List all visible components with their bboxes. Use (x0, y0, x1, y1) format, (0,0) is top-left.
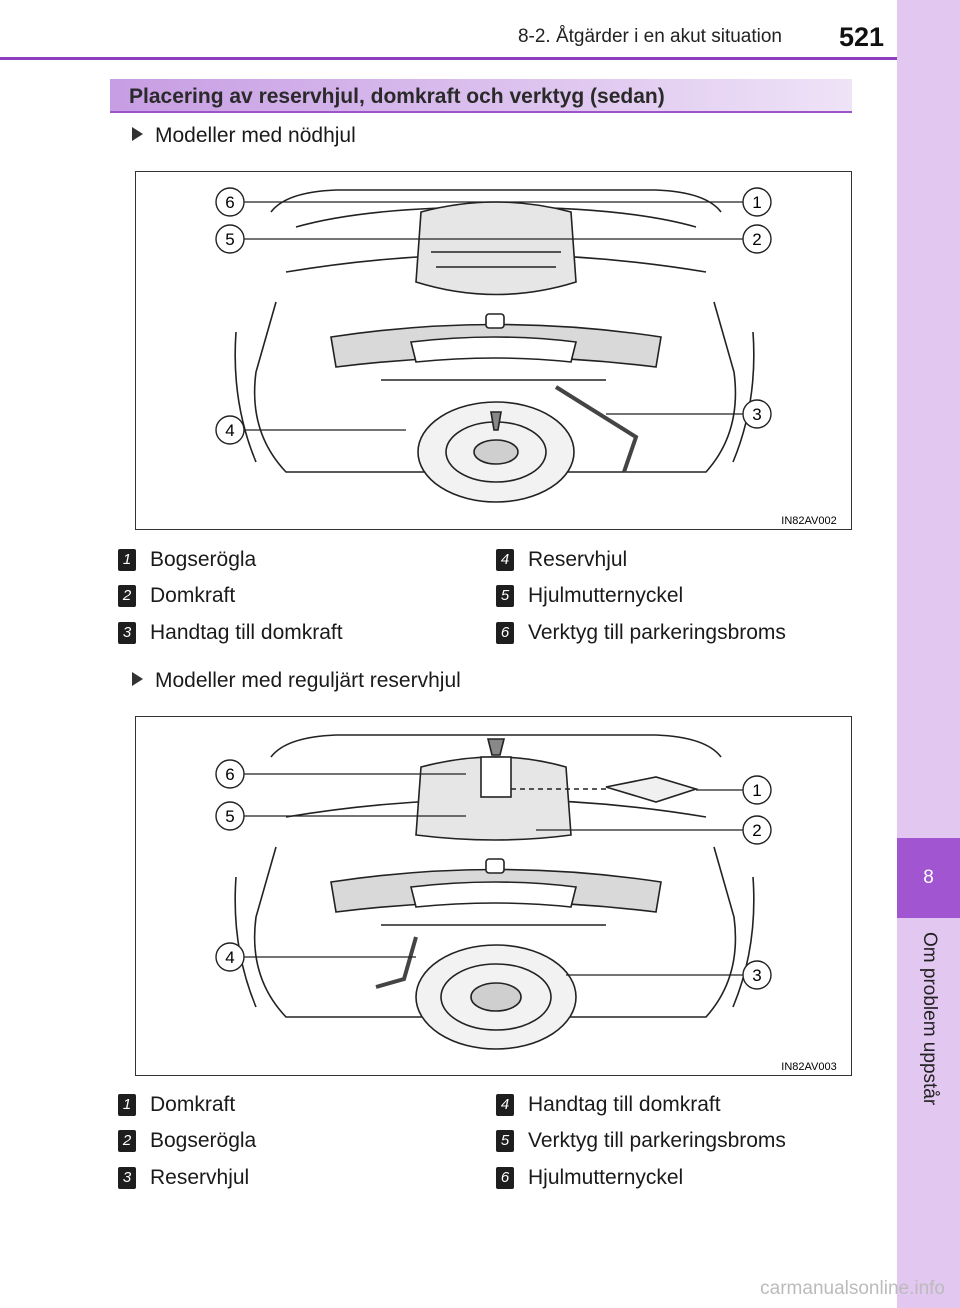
triangle-bullet-icon (132, 672, 143, 686)
header-section-title: 8-2. Åtgärder i en akut situation (517, 26, 782, 47)
callout-5: 5 (225, 230, 234, 249)
callout-6: 6 (225, 765, 234, 784)
callout-1: 1 (752, 781, 761, 800)
figure2-illustration: 6 1 5 2 4 3 IN82AV003 (135, 716, 852, 1076)
chapter-title: Om problem uppstår (918, 932, 940, 1106)
section-heading: Placering av reservhjul, domkraft och ve… (110, 79, 852, 113)
callout-3: 3 (752, 966, 761, 985)
callout-1: 1 (752, 193, 761, 212)
page-number: 521 (838, 22, 884, 52)
trunk-illustration-regular-wheel: 6 1 5 2 4 3 IN82AV003 (215, 734, 837, 1073)
callout-6-top (215, 187, 245, 217)
figure2-bullet-text: Modeller med reguljärt reservhjul (155, 669, 461, 692)
triangle-bullet-icon (132, 127, 143, 141)
header-divider (0, 57, 897, 60)
callout-4: 4 (225, 421, 234, 440)
figure2-bullet: Modeller med reguljärt reservhjul (132, 669, 461, 693)
figure2-code: IN82AV003 (781, 1061, 836, 1073)
section-heading-text: Placering av reservhjul, domkraft och ve… (129, 85, 665, 108)
chapter-number-box[interactable]: 8 (897, 838, 960, 918)
chapter-side-tab (897, 0, 960, 1308)
figure1-illustration: 6 1 5 2 4 3 IN82AV002 (135, 171, 852, 530)
callout-2: 2 (752, 230, 761, 249)
figure1-bullet-text: Modeller med nödhjul (155, 124, 356, 147)
callout-2: 2 (752, 821, 761, 840)
callout-3: 3 (752, 405, 761, 424)
chapter-title-vertical: Om problem uppstår (897, 932, 960, 1152)
figure1-bullet: Modeller med nödhjul (132, 124, 356, 148)
chapter-number: 8 (923, 867, 934, 888)
trunk-illustration-emergency-wheel: 6 1 5 2 4 3 IN82AV002 (215, 187, 837, 527)
callout-5: 5 (225, 807, 234, 826)
callout-4: 4 (225, 948, 234, 967)
watermark-text: carmanualsonline.info (760, 1278, 945, 1299)
figure1-code: IN82AV002 (781, 515, 836, 527)
callout-6: 6 (225, 193, 234, 212)
